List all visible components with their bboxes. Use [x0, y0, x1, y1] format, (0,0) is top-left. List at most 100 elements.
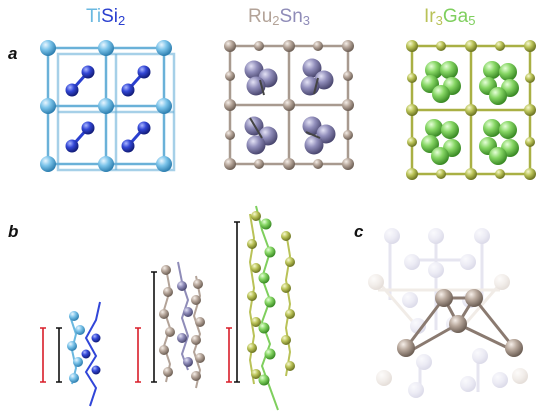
ru-atom: [313, 159, 323, 169]
sn-atom: [177, 281, 187, 291]
formula-ru2sn3-n2: 3: [302, 13, 311, 28]
ru-atom: [449, 315, 467, 333]
ru-atom: [191, 371, 201, 381]
ga-atom: [432, 85, 450, 103]
sn-atom: [460, 376, 476, 392]
ir-atom: [251, 263, 261, 273]
sn-atom: [474, 228, 490, 244]
tisi2-unit-cell: [40, 40, 176, 172]
si-atom: [81, 65, 95, 79]
ti-atom: [73, 357, 83, 367]
ir-atom: [285, 309, 295, 319]
sn-atom: [428, 262, 444, 278]
ru-atom: [254, 41, 264, 51]
ir-atom: [495, 169, 505, 179]
panel-label-a: a: [8, 44, 18, 63]
si-atom: [81, 349, 91, 359]
ga-atom: [421, 135, 439, 153]
ga-atom: [264, 296, 276, 308]
sn-atom: [408, 382, 424, 398]
sn-atom: [404, 254, 420, 270]
ga-atom: [499, 63, 517, 81]
ru-atom: [283, 99, 295, 111]
ga-atom: [431, 147, 449, 165]
ru-atom: [376, 370, 392, 386]
ru-atom: [224, 40, 236, 52]
ti-atom: [156, 98, 172, 114]
ru-atom: [225, 130, 235, 140]
ru-atom: [505, 339, 523, 357]
sn-atom: [183, 307, 193, 317]
sn-atom: [472, 348, 488, 364]
ru-atom: [283, 158, 295, 170]
sn-atom: [428, 228, 444, 244]
formula-ru2sn3: Ru2Sn3: [248, 6, 310, 28]
ga-cluster: [479, 61, 519, 105]
panel-label-b: b: [8, 222, 19, 241]
formula-ir3ga5-n1: 3: [435, 13, 443, 28]
sn-cluster: [244, 116, 278, 155]
ru-atom: [342, 158, 354, 170]
ir-atom: [407, 73, 417, 83]
ru-atom: [435, 289, 453, 307]
ir-atom: [247, 239, 257, 249]
ir-atom: [281, 335, 291, 345]
ga-cluster: [479, 119, 519, 165]
sn-cluster: [244, 60, 278, 96]
si-atom: [65, 139, 79, 153]
si-atom: [91, 365, 101, 375]
formula-tisi2: TiSi2: [86, 6, 125, 28]
ir-atom: [525, 137, 535, 147]
ir-atom: [465, 40, 477, 52]
ti-atom: [156, 40, 172, 56]
sn-atom: [244, 60, 264, 80]
sn-atom: [460, 254, 476, 270]
ru-atom: [313, 41, 323, 51]
formula-ir3ga5-el1: Ir: [424, 6, 436, 27]
ru-atom: [343, 71, 353, 81]
ru-atom: [159, 345, 169, 355]
ru-atom: [254, 159, 264, 169]
ir-atom: [247, 291, 257, 301]
ga-atom: [441, 121, 459, 139]
ir-atom: [251, 317, 261, 327]
formula-tisi2-el1: Ti: [86, 6, 102, 27]
ru-atom: [343, 130, 353, 140]
ru-atom: [195, 317, 205, 327]
period-brackets: [40, 327, 62, 383]
sn-atom: [302, 58, 322, 78]
ru-atom: [494, 274, 510, 290]
ru-atom: [465, 289, 483, 307]
ir-atom: [285, 257, 295, 267]
ga-atom: [264, 348, 276, 360]
ru-atom: [225, 71, 235, 81]
ir-atom: [436, 169, 446, 179]
period-brackets: [135, 271, 157, 383]
ru-atom: [159, 309, 169, 319]
period-brackets: [226, 221, 240, 383]
ti-atom: [98, 98, 114, 114]
ir-atom: [406, 168, 418, 180]
ru-atom: [163, 367, 173, 377]
sn-atom: [416, 354, 432, 370]
ti-atom: [98, 40, 114, 56]
ru-atom: [397, 339, 415, 357]
ru-atom: [195, 353, 205, 363]
ru-atom: [165, 327, 175, 337]
ga-atom: [425, 119, 443, 137]
ru-atoms: [224, 40, 354, 170]
panel-label-c: c: [354, 222, 364, 241]
ru-atom: [161, 265, 171, 275]
ga-atom: [264, 246, 276, 258]
sn-clusters: [244, 58, 336, 155]
si-atom: [65, 83, 79, 97]
ga-clusters: [421, 61, 519, 165]
ru-atom: [191, 335, 201, 345]
ir-atom: [495, 41, 505, 51]
si-atom: [91, 333, 101, 343]
ti-atom: [40, 98, 56, 114]
sn-cluster: [302, 116, 336, 155]
ga-atom: [483, 119, 501, 137]
ti-atom: [40, 156, 56, 172]
